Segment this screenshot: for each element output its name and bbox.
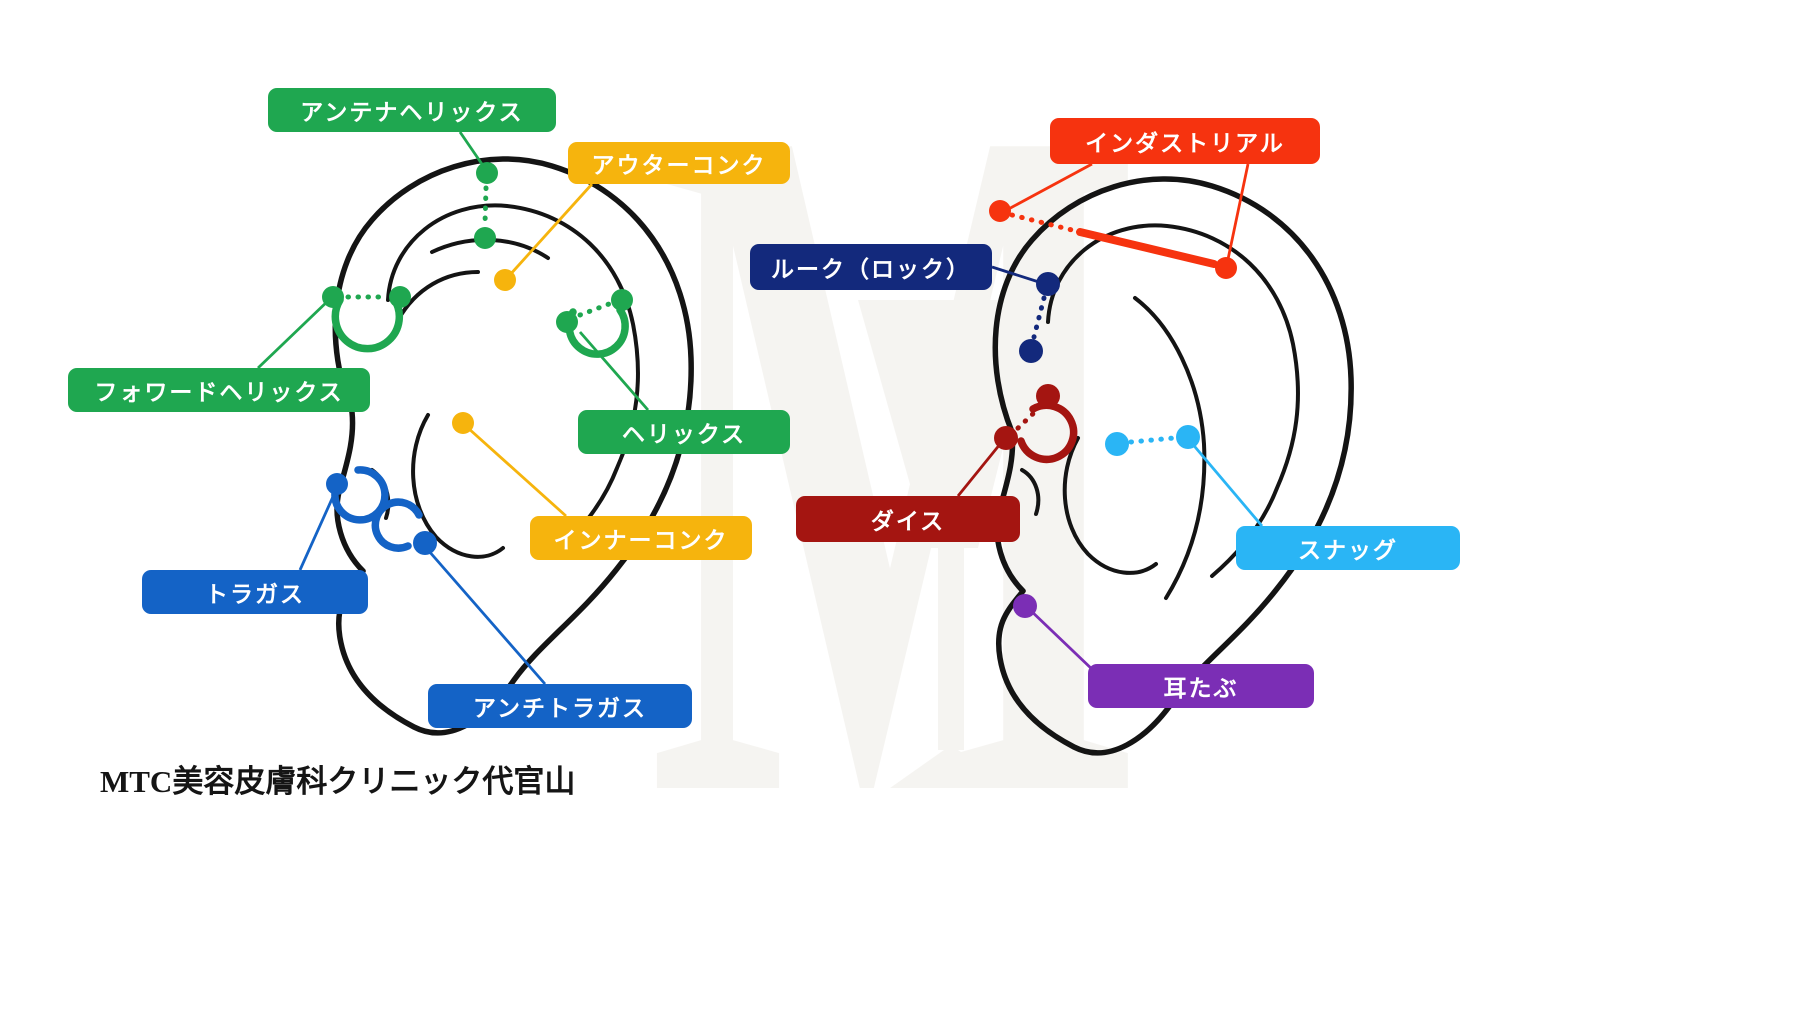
right-ear-outline	[992, 176, 1354, 756]
rook-marker	[1019, 272, 1060, 363]
left-ear-concha	[411, 413, 505, 559]
label-earlobe: 耳たぶ	[1088, 664, 1314, 708]
right-ear-tragus-fold	[1020, 468, 1041, 516]
forward-helix-marker	[322, 286, 411, 353]
forward-helix-connector	[257, 296, 332, 370]
industrial-marker	[989, 200, 1237, 279]
label-rook: ルーク（ロック）	[750, 244, 992, 290]
anti-tragus-marker	[371, 498, 437, 555]
tragus-connector	[298, 489, 338, 571]
label-tragus: トラガス	[142, 570, 368, 614]
helix-connector	[578, 331, 650, 411]
label-anti-tragus: アンチトラガス	[428, 684, 692, 728]
daith-marker	[994, 384, 1078, 464]
anti-tragus-connector	[426, 549, 547, 685]
label-inner-conch: インナーコンク	[530, 516, 752, 560]
label-forward-helix: フォワードヘリックス	[68, 368, 370, 412]
left-ear-antihelix-crus	[396, 270, 480, 322]
industrial-connector-right	[1225, 163, 1250, 265]
industrial-connector-left	[1002, 162, 1093, 214]
label-daith: ダイス	[796, 496, 1020, 542]
inner-conch-marker	[452, 412, 474, 434]
inner-conch-connector	[467, 426, 567, 518]
right-ear-drawing	[992, 176, 1354, 756]
label-helix: ヘリックス	[578, 410, 790, 454]
label-snug: スナッグ	[1236, 526, 1460, 570]
rook-connector	[991, 265, 1043, 285]
daith-connector	[956, 437, 1007, 497]
clinic-name: MTC美容皮膚科クリニック代官山	[100, 764, 576, 799]
label-connectors	[257, 131, 1264, 685]
left-ear-inner-rim	[386, 203, 640, 558]
label-antenna-helix: アンテナヘリックス	[268, 88, 556, 132]
right-ear-concha	[1062, 436, 1158, 575]
watermark-goblet-stem	[938, 545, 964, 750]
earlobe-connector	[1027, 606, 1096, 674]
watermark-goblet-base	[890, 745, 1012, 788]
antenna-helix-marker	[474, 162, 498, 249]
snug-marker	[1105, 425, 1200, 456]
label-industrial: インダストリアル	[1050, 118, 1320, 164]
helix-marker	[556, 289, 633, 358]
earlobe-marker	[1013, 594, 1037, 618]
snug-connector	[1188, 440, 1264, 527]
outer-conch-marker	[494, 269, 516, 291]
label-outer-conch: アウターコンク	[568, 142, 790, 184]
right-ear-antihelix	[1133, 296, 1207, 600]
outer-conch-connector	[506, 183, 594, 278]
